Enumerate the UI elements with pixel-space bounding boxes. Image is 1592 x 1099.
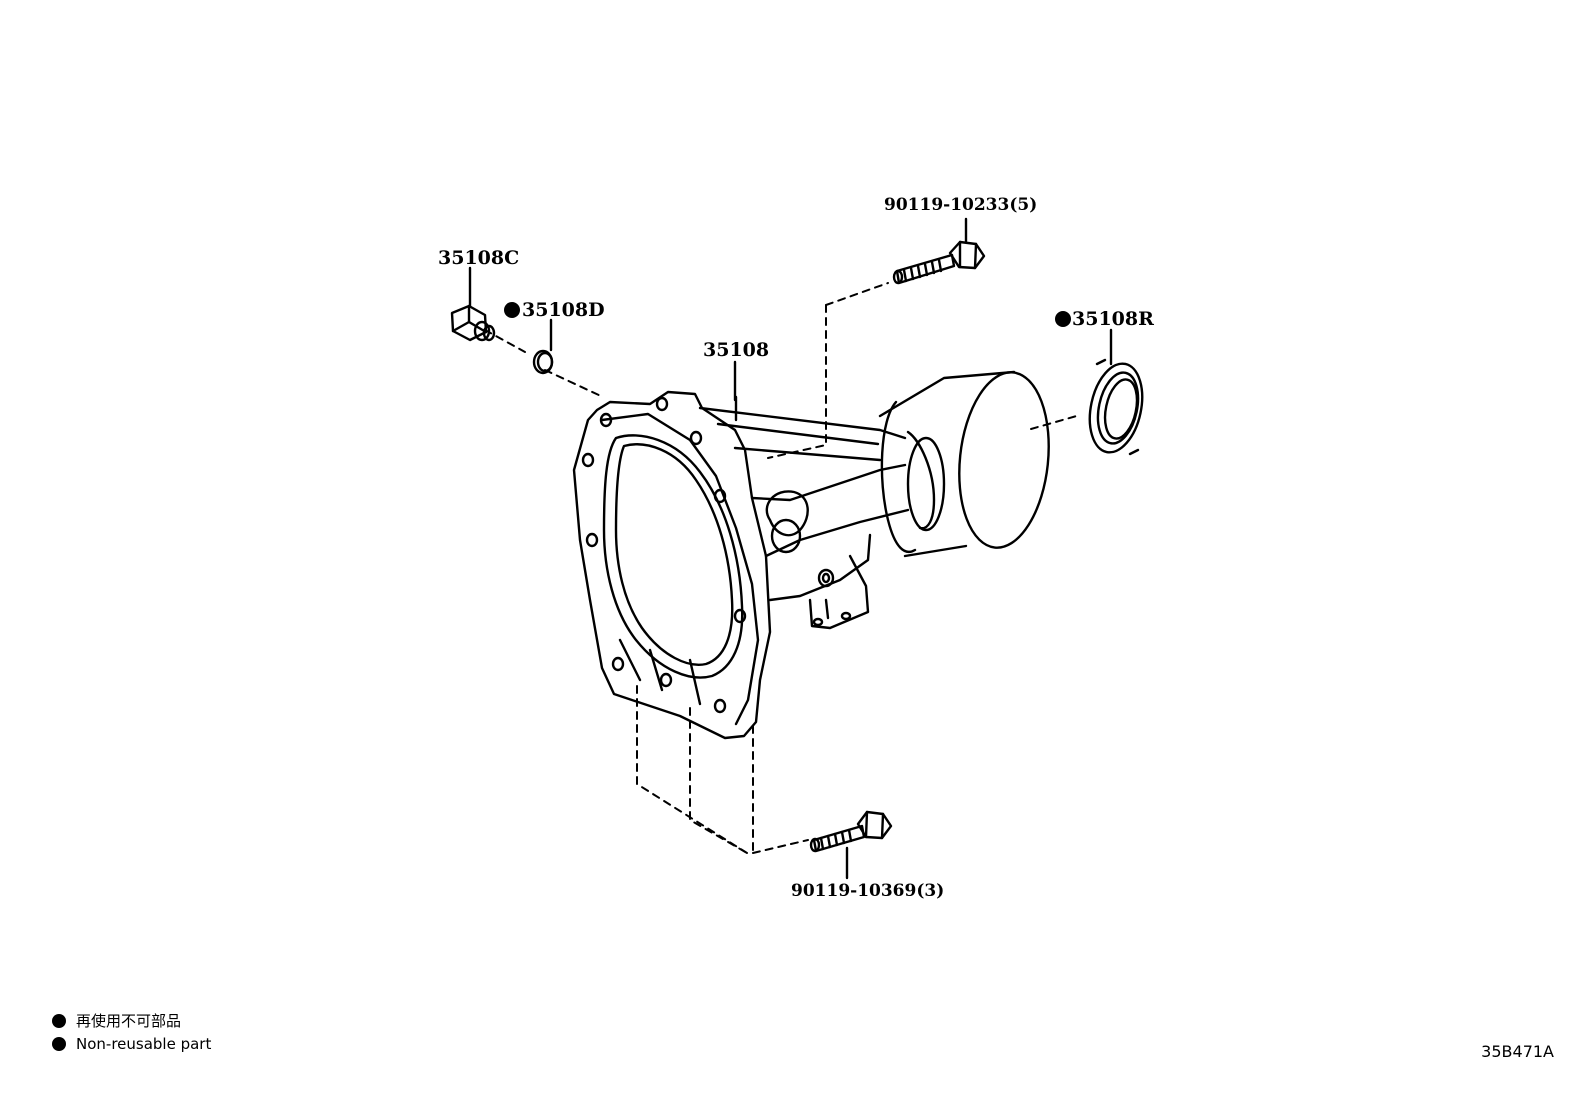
label-bolt-bottom: 90119-10369(3)	[791, 881, 944, 901]
legend-dot-icon	[52, 1037, 66, 1051]
legend-text-en: Non-reusable part	[76, 1035, 212, 1053]
assembly-dashed-lines	[484, 282, 1081, 854]
legend-dot-icon	[52, 1013, 66, 1028]
non-reusable-marker-35108R	[1055, 311, 1071, 327]
bolt-top-part	[892, 217, 986, 285]
label-gasket: 35108D	[522, 299, 605, 321]
bolt-bottom-part	[809, 810, 893, 880]
legend-row-jp: 再使用不可部品	[52, 1010, 181, 1031]
label-oil-seal: 35108R	[1072, 308, 1154, 330]
extension-housing-part	[572, 370, 1050, 740]
label-plug: 35108C	[438, 247, 519, 269]
diagram-code: 35B471A	[1481, 1042, 1554, 1061]
gasket-part	[532, 318, 554, 375]
label-bolt-top: 90119-10233(5)	[884, 195, 1037, 215]
legend-row-en: Non-reusable part	[52, 1035, 211, 1053]
drain-plug-part	[450, 266, 496, 342]
legend-text-jp: 再使用不可部品	[76, 1012, 182, 1030]
non-reusable-marker-35108D	[504, 302, 520, 318]
label-housing: 35108	[703, 339, 769, 361]
oil-seal-part	[1088, 328, 1144, 456]
